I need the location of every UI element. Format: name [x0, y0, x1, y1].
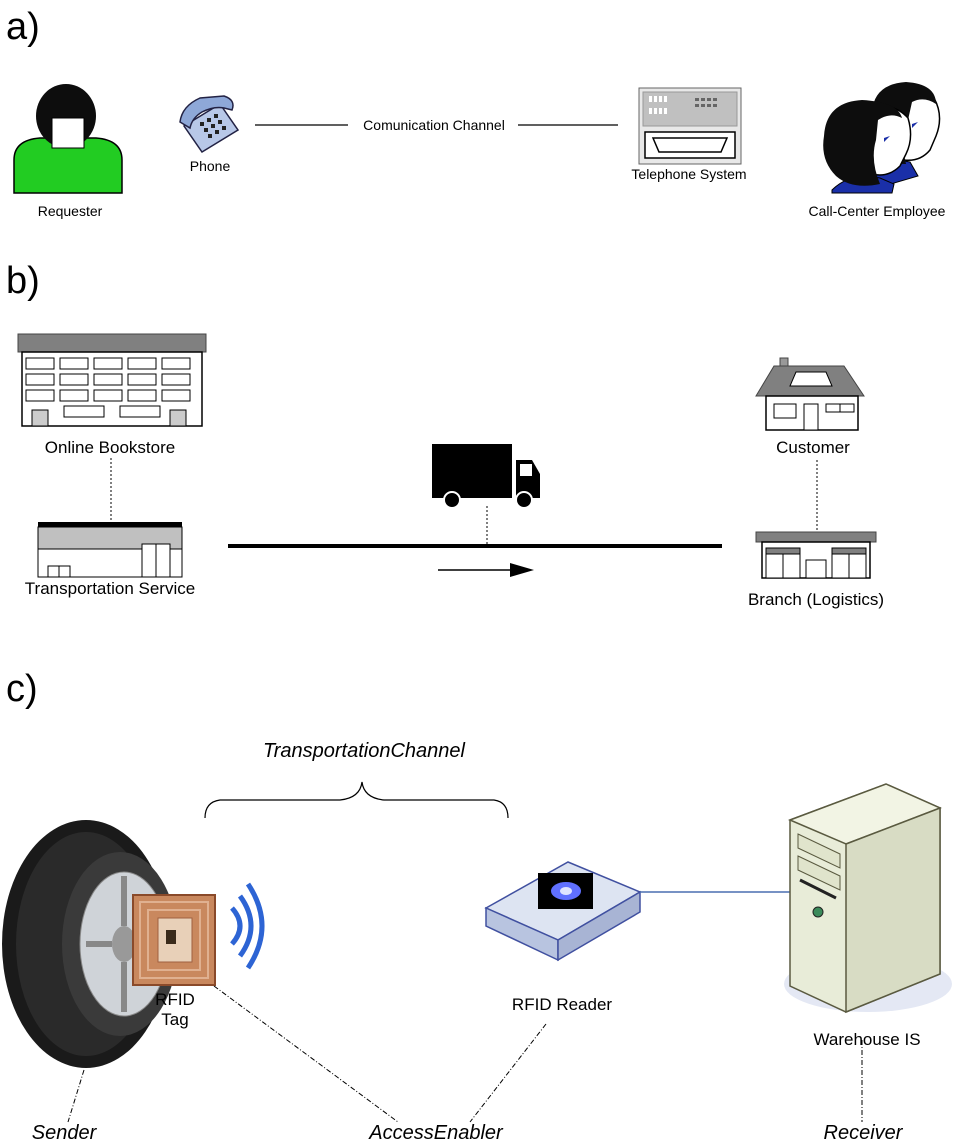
tag-enabler-link: [213, 985, 399, 1123]
online-bookstore-label: Online Bookstore: [44, 438, 176, 457]
communication-channel-label: Comunication Channel: [363, 117, 505, 133]
transportation-service-icon: [37, 522, 183, 578]
truck-icon: [432, 444, 540, 509]
phone-label: Phone: [189, 158, 231, 174]
rfid-tag-label-line2: Tag: [161, 1010, 189, 1029]
transportation-channel-brace: [204, 781, 509, 819]
transportation-channel-label: TransportationChannel: [263, 740, 465, 762]
call-center-employee-icon: [823, 82, 941, 194]
phone-icon: [179, 95, 240, 154]
sender-label: Sender: [31, 1122, 97, 1144]
section-a-label: a): [6, 6, 40, 48]
branch-logistics-icon: [755, 531, 877, 579]
rfid-tag-icon: [132, 894, 216, 986]
sender-link: [67, 1069, 85, 1123]
online-bookstore-icon: [17, 333, 207, 427]
requester-label: Requester: [37, 203, 103, 219]
telephone-system-label: Telephone System: [631, 166, 747, 182]
access-enabler-label: AccessEnabler: [369, 1122, 503, 1144]
direction-arrow-icon: [438, 563, 534, 577]
requester-icon: [13, 84, 123, 194]
role-links: [67, 985, 863, 1123]
warehouse-server-icon: [784, 783, 952, 1014]
customer-label: Customer: [776, 438, 850, 457]
warehouse-is-label: Warehouse IS: [813, 1030, 921, 1049]
rfid-reader-icon: [484, 861, 642, 962]
transportation-service-label: Transportation Service: [24, 579, 196, 598]
rfid-reader-label: RFID Reader: [511, 995, 613, 1014]
rfid-tag-label-line1: RFID: [155, 990, 195, 1009]
telephone-system-icon: [638, 87, 742, 165]
branch-logistics-label: Branch (Logistics): [747, 590, 885, 609]
section-c-label: c): [6, 668, 38, 710]
section-b-label: b): [6, 260, 40, 302]
receiver-label: Receiver: [823, 1122, 903, 1144]
wireless-waves-icon: [230, 882, 265, 970]
customer-house-icon: [755, 357, 865, 431]
reader-enabler-link: [469, 1023, 547, 1123]
call-center-employee-label: Call-Center Employee: [808, 203, 946, 219]
